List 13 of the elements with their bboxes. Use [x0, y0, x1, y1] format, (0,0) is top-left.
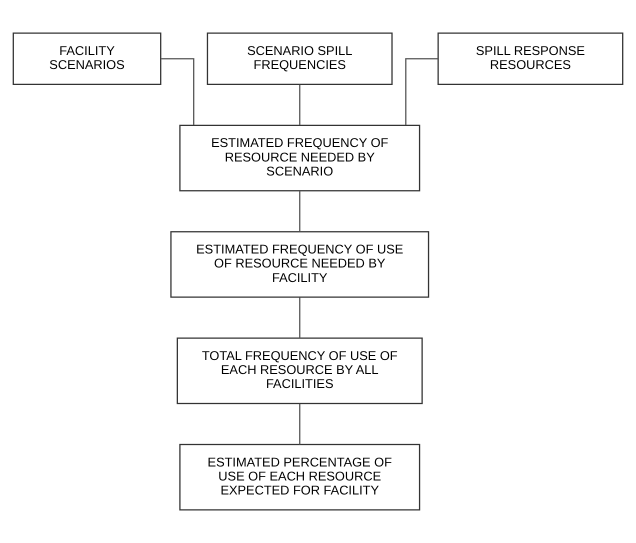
node-box: FACILITY SCENARIOS [12, 32, 162, 86]
node-box: ESTIMATED FREQUENCY OF USE OF RESOURCE NEEDED BY FACILITY [170, 231, 430, 298]
node-box: TOTAL FREQUENCY OF USE OF EACH RESOURCE BY ALL FACILITIES [176, 338, 423, 404]
connector [161, 58, 194, 125]
connector [299, 404, 300, 444]
connector [405, 58, 438, 125]
connector [299, 298, 300, 338]
node-box: ESTIMATED PERCENTAGE OF USE OF EACH RESOURCE EXPECTED FOR FACILITY [179, 444, 420, 511]
connector [299, 84, 300, 126]
node-box: ESTIMATED FREQUENCY OF RESOURCE NEEDED BY SCENARIO [179, 124, 420, 192]
connector [299, 191, 300, 232]
node-box: SPILL RESPONSE RESOURCES [438, 32, 624, 86]
node-box: SCENARIO SPILL FREQUENCIES [206, 32, 393, 86]
